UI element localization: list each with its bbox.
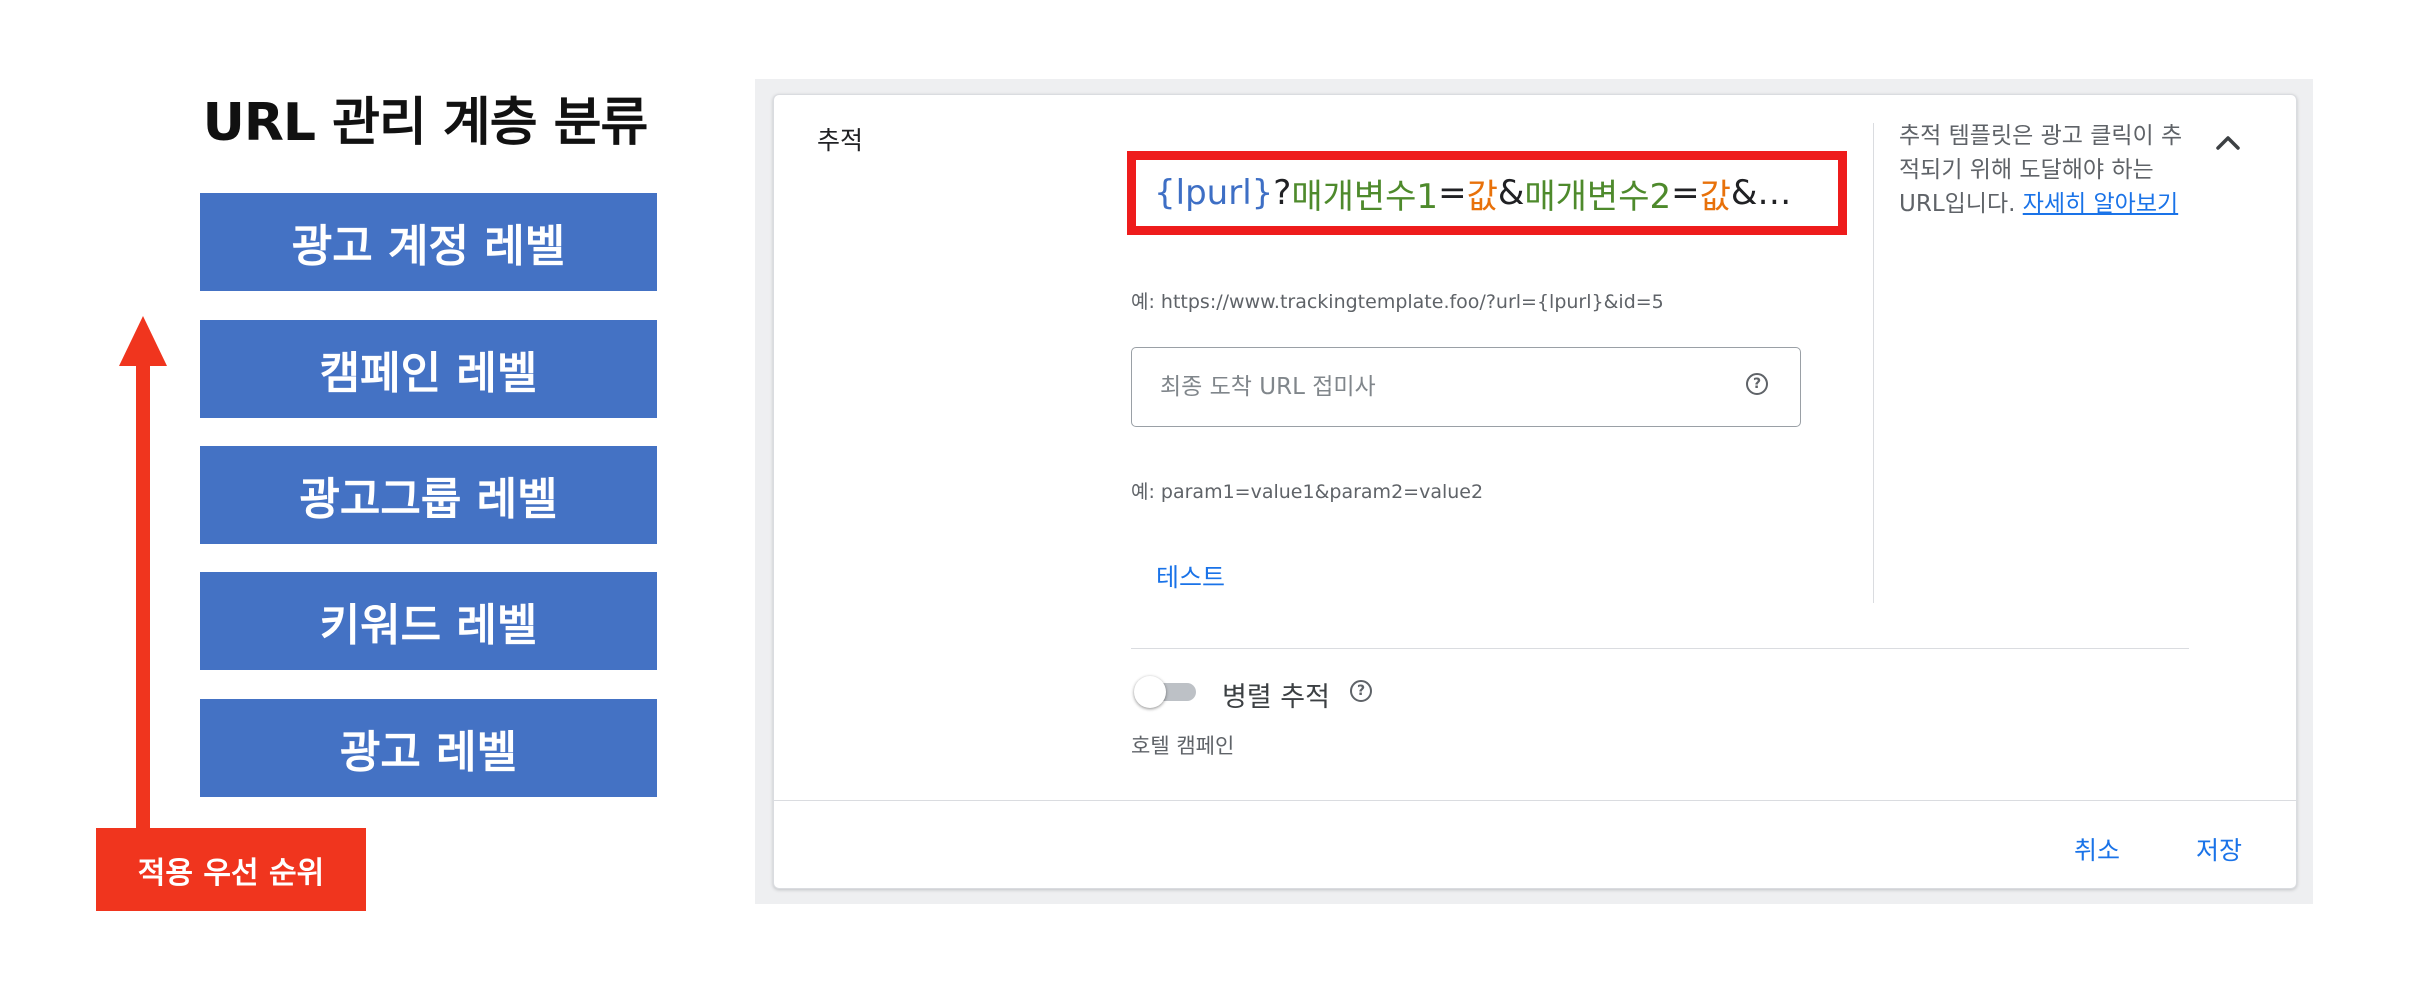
level-box-campaign: 캠페인 레벨: [200, 320, 657, 418]
help-circle-icon[interactable]: ?: [1746, 373, 1768, 395]
toggle-thumb: [1134, 676, 1166, 708]
template-ellipsis: &…: [1730, 173, 1792, 213]
save-button[interactable]: 저장: [2196, 836, 2243, 865]
footer-divider: [774, 800, 2296, 801]
section-title: 추적: [817, 126, 864, 155]
level-box-adgroup: 광고그룹 레벨: [200, 446, 657, 544]
priority-arrow-head: [119, 316, 167, 366]
diagram-title: URL 관리 계층 분류: [202, 93, 649, 153]
template-param1: 매개변수1: [1291, 176, 1439, 217]
template-equals-1: =: [1438, 173, 1467, 213]
vertical-divider: [1873, 123, 1874, 603]
tracking-card: 추적 {lpurl}?매개변수1=값&매개변수2=값&… 예: https://…: [773, 94, 2297, 889]
priority-arrow-shaft: [136, 365, 150, 835]
level-box-account: 광고 계정 레벨: [200, 193, 657, 291]
chevron-up-icon[interactable]: [2210, 125, 2246, 161]
cancel-button[interactable]: 취소: [2074, 836, 2121, 865]
parallel-tracking-label: 병렬 추적: [1222, 682, 1330, 713]
info-text: 추적 템플릿은 광고 클릭이 추적되기 위해 도달해야 하는 URL입니다. 자…: [1899, 119, 2199, 221]
template-question-mark: ?: [1273, 173, 1292, 213]
template-lpurl: {lpurl}: [1154, 173, 1274, 213]
template-ampersand: &: [1497, 173, 1525, 213]
parallel-tracking-toggle[interactable]: [1134, 673, 1198, 709]
suffix-example: 예: param1=value1&param2=value2: [1131, 481, 1484, 503]
final-url-suffix-input[interactable]: [1131, 347, 1801, 427]
help-circle-icon[interactable]: ?: [1350, 680, 1372, 702]
tracking-template-highlight[interactable]: {lpurl}?매개변수1=값&매개변수2=값&…: [1127, 151, 1847, 235]
learn-more-link[interactable]: 자세히 알아보기: [2022, 191, 2179, 217]
level-box-keyword: 키워드 레벨: [200, 572, 657, 670]
test-link[interactable]: 테스트: [1156, 563, 1226, 592]
template-value-2: 값: [1699, 176, 1731, 217]
priority-label: 적용 우선 순위: [96, 828, 366, 911]
section-divider: [1131, 648, 2189, 649]
level-box-ad: 광고 레벨: [200, 699, 657, 797]
template-equals-2: =: [1671, 173, 1700, 213]
info-text-body: 추적 템플릿은 광고 클릭이 추적되기 위해 도달해야 하는 URL입니다.: [1899, 123, 2183, 217]
template-value-1: 값: [1466, 176, 1498, 217]
hotel-campaign-label: 호텔 캠페인: [1131, 734, 1235, 758]
tracking-template-example: 예: https://www.trackingtemplate.foo/?url…: [1131, 291, 1664, 313]
template-param2: 매개변수2: [1524, 176, 1672, 217]
